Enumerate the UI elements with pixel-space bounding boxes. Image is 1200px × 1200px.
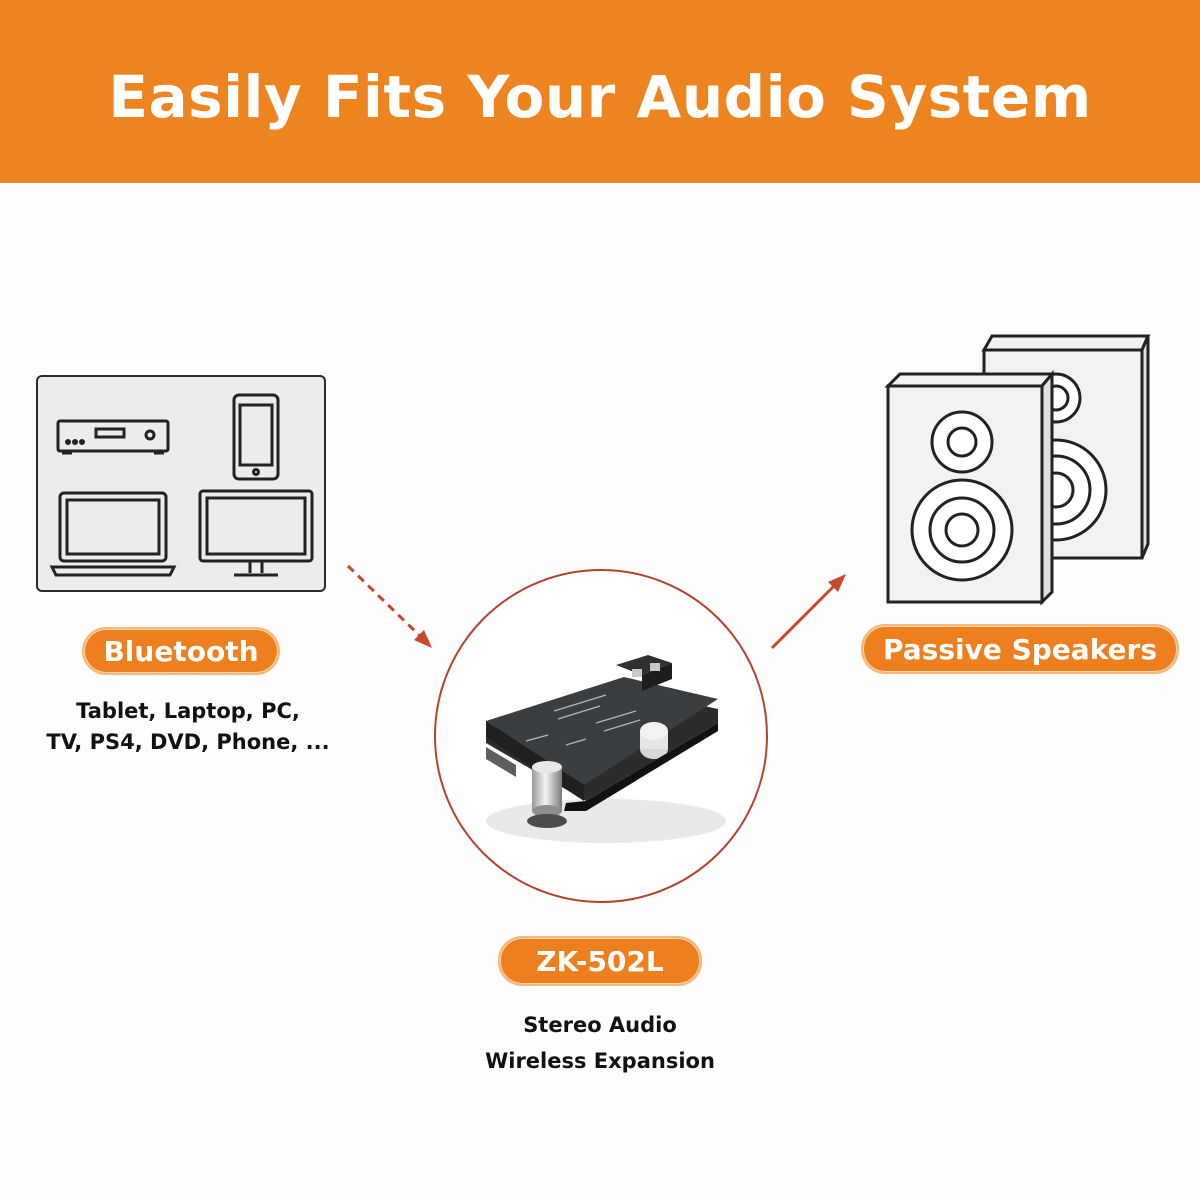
dvd-player-icon bbox=[56, 419, 170, 455]
source-caption-line-1: Tablet, Laptop, PC, bbox=[76, 699, 300, 723]
source-devices-caption: Tablet, Laptop, PC, TV, PS4, DVD, Phone,… bbox=[28, 696, 348, 758]
source-devices-panel bbox=[36, 375, 326, 592]
page-title: Easily Fits Your Audio System bbox=[108, 62, 1092, 131]
speaker-pair-icon bbox=[884, 334, 1151, 606]
source-devices-illustration bbox=[49, 393, 314, 577]
product-caption: Stereo Audio Wireless Expansion bbox=[440, 1007, 760, 1079]
model-label: ZK-502L bbox=[498, 936, 702, 986]
product-caption-line-1: Stereo Audio bbox=[523, 1013, 677, 1037]
laptop-icon bbox=[49, 491, 177, 577]
front-speaker-icon bbox=[884, 369, 1056, 606]
bluetooth-label: Bluetooth bbox=[82, 627, 280, 675]
solid-arrow-icon bbox=[770, 574, 846, 650]
source-caption-line-2: TV, PS4, DVD, Phone, ... bbox=[46, 730, 330, 754]
monitor-icon bbox=[198, 489, 314, 577]
smartphone-icon bbox=[232, 393, 280, 481]
product-caption-line-2: Wireless Expansion bbox=[485, 1049, 715, 1073]
passive-speakers-label: Passive Speakers bbox=[861, 624, 1179, 674]
amplifier-board-image bbox=[486, 655, 726, 843]
header-banner: Easily Fits Your Audio System bbox=[0, 0, 1200, 183]
dashed-arrow-icon bbox=[346, 564, 432, 648]
product-image-circle bbox=[434, 569, 768, 903]
